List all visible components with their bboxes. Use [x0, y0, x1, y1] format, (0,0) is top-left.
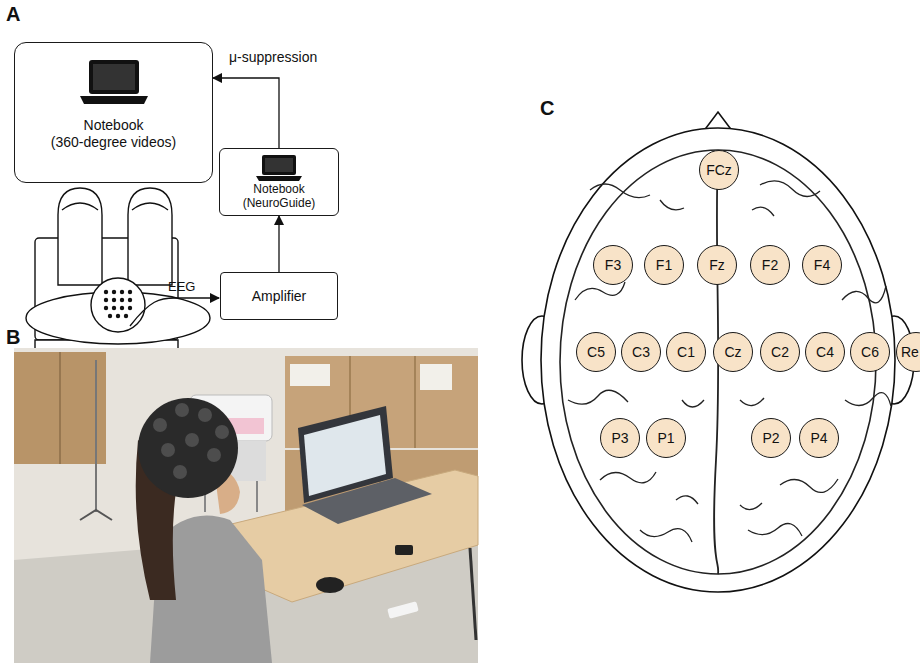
electrode-circle: F4: [802, 245, 842, 285]
electrode-circle: C1: [666, 332, 706, 372]
edge-label: μ-suppression: [227, 49, 319, 66]
eeg-wire: [130, 298, 219, 326]
electrode-circle: P3: [600, 418, 640, 458]
amplifier-box: Amplifier: [220, 272, 338, 320]
electrode-label: C6: [861, 344, 879, 361]
electrode-circle: C6: [850, 332, 890, 372]
electrode-label: F1: [656, 257, 672, 274]
electrode-label: C4: [816, 344, 834, 361]
electrode-circle: C3: [621, 332, 661, 372]
electrode-label: F3: [605, 257, 621, 274]
electrode-label: FCz: [706, 162, 732, 179]
electrode-label: C5: [587, 344, 605, 361]
box-title: Amplifier: [252, 288, 306, 305]
electrode-circle: Re: [896, 332, 920, 372]
electrode-circle: P4: [799, 418, 839, 458]
electrode-circle: C2: [760, 332, 800, 372]
electrode-label: P2: [762, 430, 779, 447]
laptop-icon: [80, 60, 148, 104]
panel-letter: B: [6, 325, 20, 349]
signal-arrow: [278, 216, 279, 272]
electrode-circle: Cz: [713, 332, 753, 372]
box-title: Notebook: [253, 182, 304, 196]
electrode-circle: P1: [646, 418, 686, 458]
laptop-icon: [256, 155, 302, 181]
panel-letter: A: [6, 2, 20, 26]
electrode-circle: F1: [644, 245, 684, 285]
electrode-circle: P2: [751, 418, 791, 458]
electrode-label: Fz: [709, 257, 725, 274]
panel-letter: C: [540, 96, 554, 120]
head-outline: [522, 112, 914, 592]
box-subtitle: (360-degree videos): [51, 134, 176, 151]
notebook-box: Notebook(360-degree videos): [14, 42, 213, 183]
electrode-label: C1: [677, 344, 695, 361]
photo-illustration: [14, 348, 478, 663]
electrode-dots: [104, 290, 132, 318]
notebook-box: Notebook(NeuroGuide): [219, 148, 339, 216]
electrode-label: Re: [901, 344, 919, 361]
box-subtitle: (NeuroGuide): [243, 196, 316, 210]
electrode-circle: C5: [576, 332, 616, 372]
electrode-circle: Fz: [697, 245, 737, 285]
electrode-label: F4: [814, 257, 830, 274]
signal-label: EEG: [168, 279, 195, 295]
electrode-label: P3: [611, 430, 628, 447]
electrode-circle: C4: [805, 332, 845, 372]
signal-arrow: [213, 78, 279, 148]
electrode-circle: F3: [593, 245, 633, 285]
participant-figure: [26, 188, 210, 352]
electrode-label: P1: [657, 430, 674, 447]
electrode-circle: FCz: [699, 150, 739, 190]
electrode-label: P4: [810, 430, 827, 447]
electrode-circle: F2: [750, 245, 790, 285]
electrode-label: C2: [771, 344, 789, 361]
electrode-label: F2: [762, 257, 778, 274]
electrode-label: Cz: [724, 344, 741, 361]
box-title: Notebook: [84, 117, 144, 134]
brain-drawing: [560, 150, 891, 574]
electrode-label: C3: [632, 344, 650, 361]
